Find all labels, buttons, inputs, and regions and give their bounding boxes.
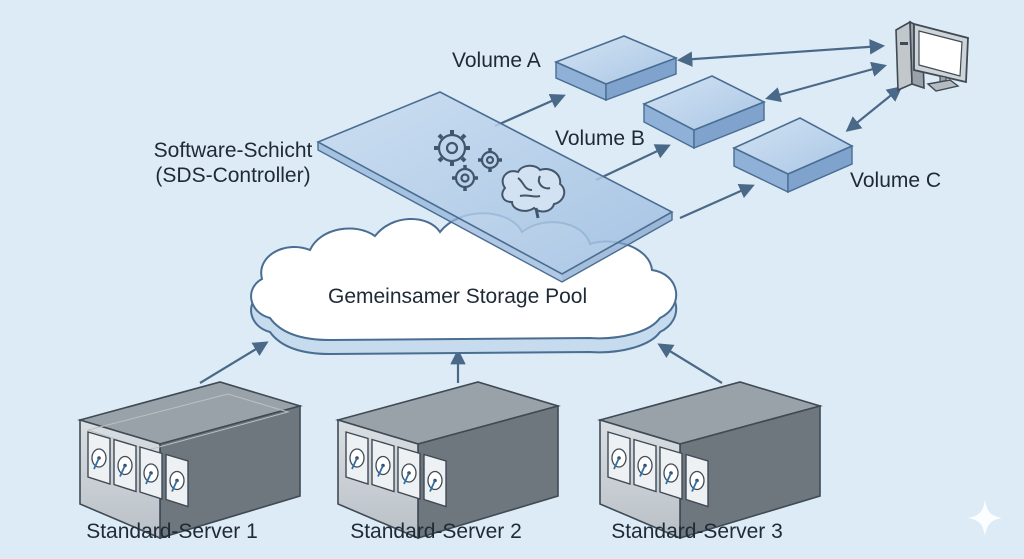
server-2-drive-bays bbox=[345, 431, 447, 508]
hard-drive-icon bbox=[113, 438, 137, 493]
hard-drive-icon bbox=[423, 453, 447, 508]
volume-a-label: Volume A bbox=[452, 49, 541, 72]
brain-icon bbox=[501, 164, 566, 219]
server-3 bbox=[597, 381, 823, 540]
volume-c-label: Volume C bbox=[850, 169, 942, 192]
server-to-pool-arrows bbox=[199, 341, 723, 384]
server-1-label: Standard-Server 1 bbox=[86, 520, 258, 543]
volume-computer-arrows bbox=[676, 39, 903, 132]
server-1-drive-bays bbox=[87, 431, 189, 508]
layer-to-volume-arrows bbox=[494, 93, 755, 220]
software-layer-slab bbox=[316, 91, 674, 283]
sparkle-icon bbox=[968, 500, 1002, 536]
hard-drive-icon bbox=[165, 453, 189, 508]
server-2-label: Standard-Server 2 bbox=[350, 520, 522, 543]
arrow-server1-pool bbox=[199, 341, 269, 384]
arrow-layer-volume-c bbox=[679, 183, 755, 220]
arrow-volume-a-computer bbox=[676, 39, 886, 67]
arrow-layer-volume-b bbox=[595, 144, 671, 181]
gear-icon bbox=[434, 130, 502, 191]
storage-pool-label: Gemeinsamer Storage Pool bbox=[328, 285, 588, 308]
software-layer-label: Software-Schicht (SDS-Controller) bbox=[154, 138, 313, 188]
server-1 bbox=[77, 381, 303, 540]
hard-drive-icon bbox=[139, 446, 163, 500]
hard-drive-icon bbox=[685, 453, 709, 508]
software-layer-label-line1: Software-Schicht bbox=[153, 139, 313, 162]
hard-drive-icon bbox=[633, 438, 657, 493]
hard-drive-icon bbox=[659, 446, 683, 500]
arrow-server3-pool bbox=[657, 343, 723, 384]
hard-drive-icon bbox=[397, 446, 421, 500]
computer-icon bbox=[895, 20, 969, 92]
server-3-drive-bays bbox=[607, 431, 709, 508]
server-2 bbox=[335, 381, 561, 540]
arrow-volume-b-computer bbox=[765, 61, 887, 103]
hard-drive-icon bbox=[87, 431, 111, 485]
arrow-layer-volume-a bbox=[494, 93, 566, 128]
hard-drive-icon bbox=[607, 431, 631, 485]
volume-c-box bbox=[732, 117, 854, 194]
server-3-label: Standard-Server 3 bbox=[611, 520, 783, 543]
volume-b-box bbox=[642, 75, 766, 150]
software-layer-label-line2: (SDS-Controller) bbox=[155, 164, 311, 188]
hard-drive-icon bbox=[345, 431, 369, 485]
arrow-volume-c-computer bbox=[845, 86, 903, 132]
volume-a-box bbox=[553, 35, 679, 102]
hard-drive-icon bbox=[371, 438, 395, 493]
volume-b-label: Volume B bbox=[555, 127, 645, 150]
